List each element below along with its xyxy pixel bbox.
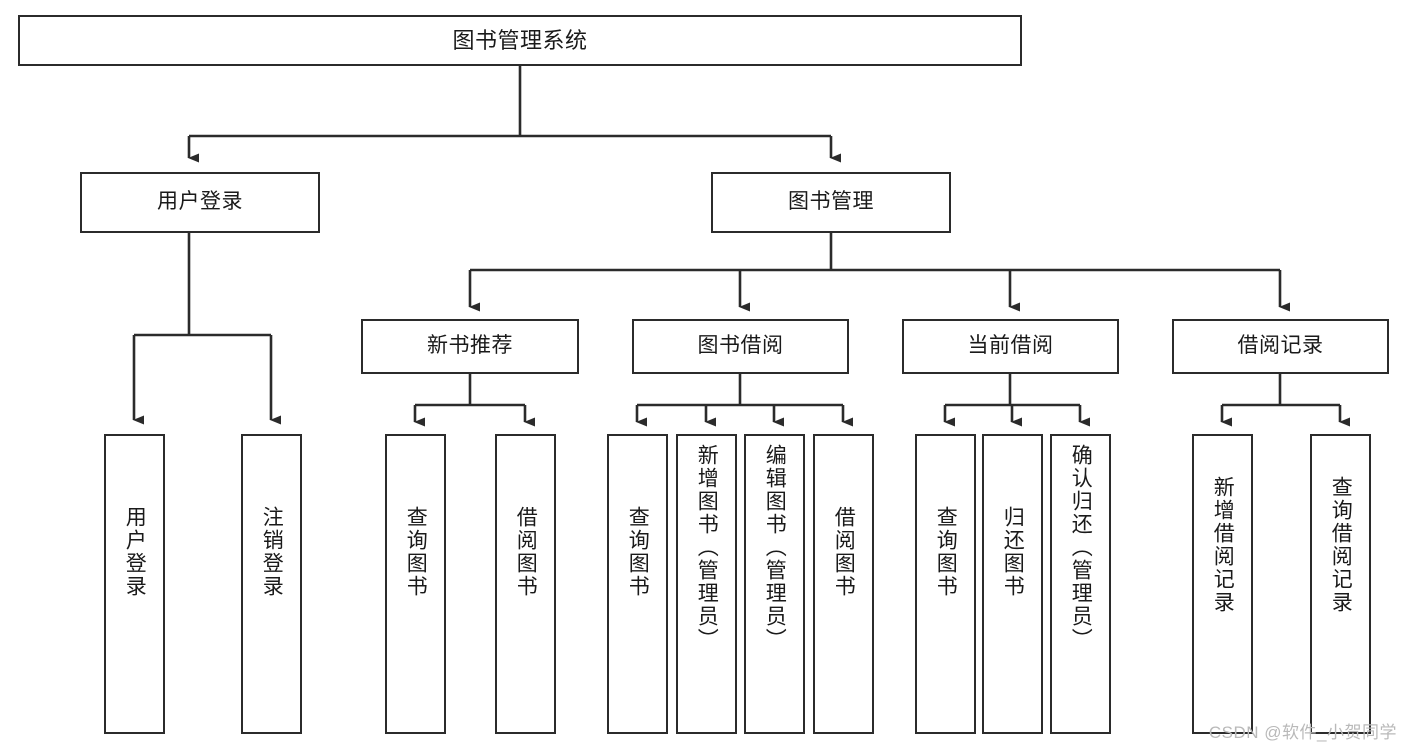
node-label: 借阅记录 — [1237, 334, 1324, 358]
node-borrow-record[interactable]: 借阅记录 — [1172, 319, 1389, 374]
node-label: 用户登录 — [157, 190, 243, 214]
node-label: 图书管理 — [788, 190, 874, 214]
node-label: 查询图书 — [626, 506, 650, 598]
node-root-book-management-system[interactable]: 图书管理系统 — [18, 15, 1022, 66]
node-label: 新书推荐 — [427, 334, 513, 358]
node-book-borrow[interactable]: 图书借阅 — [632, 319, 849, 374]
leaf-edit-book-admin[interactable]: 编辑图书（管理员） — [744, 434, 805, 734]
node-current-borrow[interactable]: 当前借阅 — [902, 319, 1119, 374]
leaf-query-borrow-record[interactable]: 查询借阅记录 — [1310, 434, 1371, 734]
leaf-query-book-current[interactable]: 查询图书 — [915, 434, 976, 734]
node-label: 查询图书 — [934, 506, 958, 598]
node-label: 用户登录 — [123, 506, 147, 598]
node-user-login[interactable]: 用户登录 — [80, 172, 320, 233]
csdn-watermark: CSDN @软件_小贺同学 — [1208, 723, 1397, 742]
node-label: 当前借阅 — [967, 334, 1054, 358]
leaf-confirm-return-admin[interactable]: 确认归还（管理员） — [1050, 434, 1111, 734]
node-label: 归还图书 — [1001, 506, 1025, 598]
leaf-user-login[interactable]: 用户登录 — [104, 434, 165, 734]
node-label: 借阅图书 — [514, 506, 538, 598]
leaf-query-book-borrow[interactable]: 查询图书 — [607, 434, 668, 734]
leaf-add-book-admin[interactable]: 新增图书（管理员） — [676, 434, 737, 734]
node-label: 编辑图书（管理员） — [763, 444, 787, 651]
node-label: 新增借阅记录 — [1211, 476, 1235, 614]
leaf-logout-login[interactable]: 注销登录 — [241, 434, 302, 734]
node-label: 注销登录 — [260, 506, 284, 598]
node-label: 查询借阅记录 — [1329, 476, 1353, 614]
leaf-borrow-book-borrow[interactable]: 借阅图书 — [813, 434, 874, 734]
leaf-add-borrow-record[interactable]: 新增借阅记录 — [1192, 434, 1253, 734]
leaf-return-book[interactable]: 归还图书 — [982, 434, 1043, 734]
leaf-borrow-book-new-recommend[interactable]: 借阅图书 — [495, 434, 556, 734]
node-label: 确认归还（管理员） — [1069, 444, 1093, 651]
node-label: 图书管理系统 — [452, 27, 588, 53]
node-new-book-recommend[interactable]: 新书推荐 — [361, 319, 579, 374]
leaf-query-book-new-recommend[interactable]: 查询图书 — [385, 434, 446, 734]
node-book-management[interactable]: 图书管理 — [711, 172, 951, 233]
node-label: 图书借阅 — [697, 334, 784, 358]
node-label: 查询图书 — [404, 506, 428, 598]
node-label: 借阅图书 — [832, 506, 856, 598]
node-label: 新增图书（管理员） — [695, 444, 719, 651]
